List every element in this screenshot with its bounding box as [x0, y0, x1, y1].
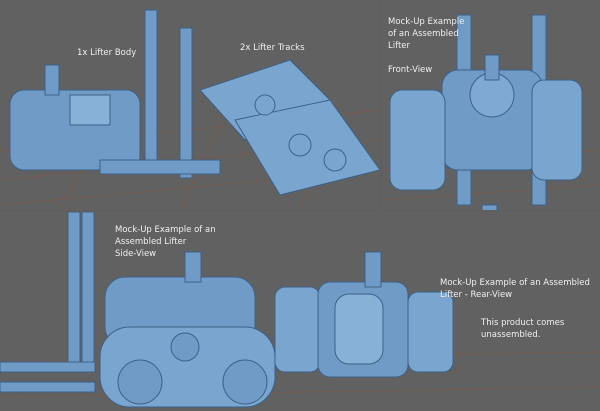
- label-lifter-tracks: 2x Lifter Tracks: [240, 43, 305, 53]
- lifter-body-model: [9, 9, 221, 179]
- lifter-tracks-model: [199, 59, 380, 196]
- parts-render: [0, 9, 380, 210]
- note-line-2: unassembled.: [481, 330, 541, 340]
- side-line-1: Mock-Up Example of an: [115, 225, 216, 235]
- front-line-1: Mock-Up Example: [388, 17, 465, 27]
- panel-side-rear-view: Mock-Up Example of an Assembled Lifter S…: [0, 212, 600, 411]
- front-view-label: Front-View: [388, 65, 433, 75]
- note-line-1: This product comes: [481, 318, 565, 328]
- rear-line-1: Mock-Up Example of an Assembled: [440, 278, 590, 288]
- label-rear-mockup: Mock-Up Example of an Assembled Lifter -…: [440, 277, 590, 301]
- label-lifter-body: 1x Lifter Body: [77, 48, 137, 58]
- front-line-2: of an Assembled: [388, 29, 459, 39]
- panel-front-view: Mock-Up Example of an Assembled Lifter F…: [382, 0, 600, 210]
- front-view-render: [382, 14, 600, 210]
- rear-line-2: Lifter - Rear-View: [440, 290, 513, 300]
- side-rear-render: [0, 212, 600, 408]
- label-side-mockup: Mock-Up Example of an Assembled Lifter S…: [115, 224, 216, 260]
- panel-parts: 1x Lifter Body 2x Lifter Tracks: [0, 0, 380, 210]
- front-line-3: Lifter: [388, 41, 410, 51]
- label-unassembled-note: This product comes unassembled.: [481, 317, 564, 341]
- label-front-mockup: Mock-Up Example of an Assembled Lifter F…: [388, 16, 464, 76]
- side-line-2: Assembled Lifter: [115, 237, 187, 247]
- side-line-3: Side-View: [115, 249, 157, 259]
